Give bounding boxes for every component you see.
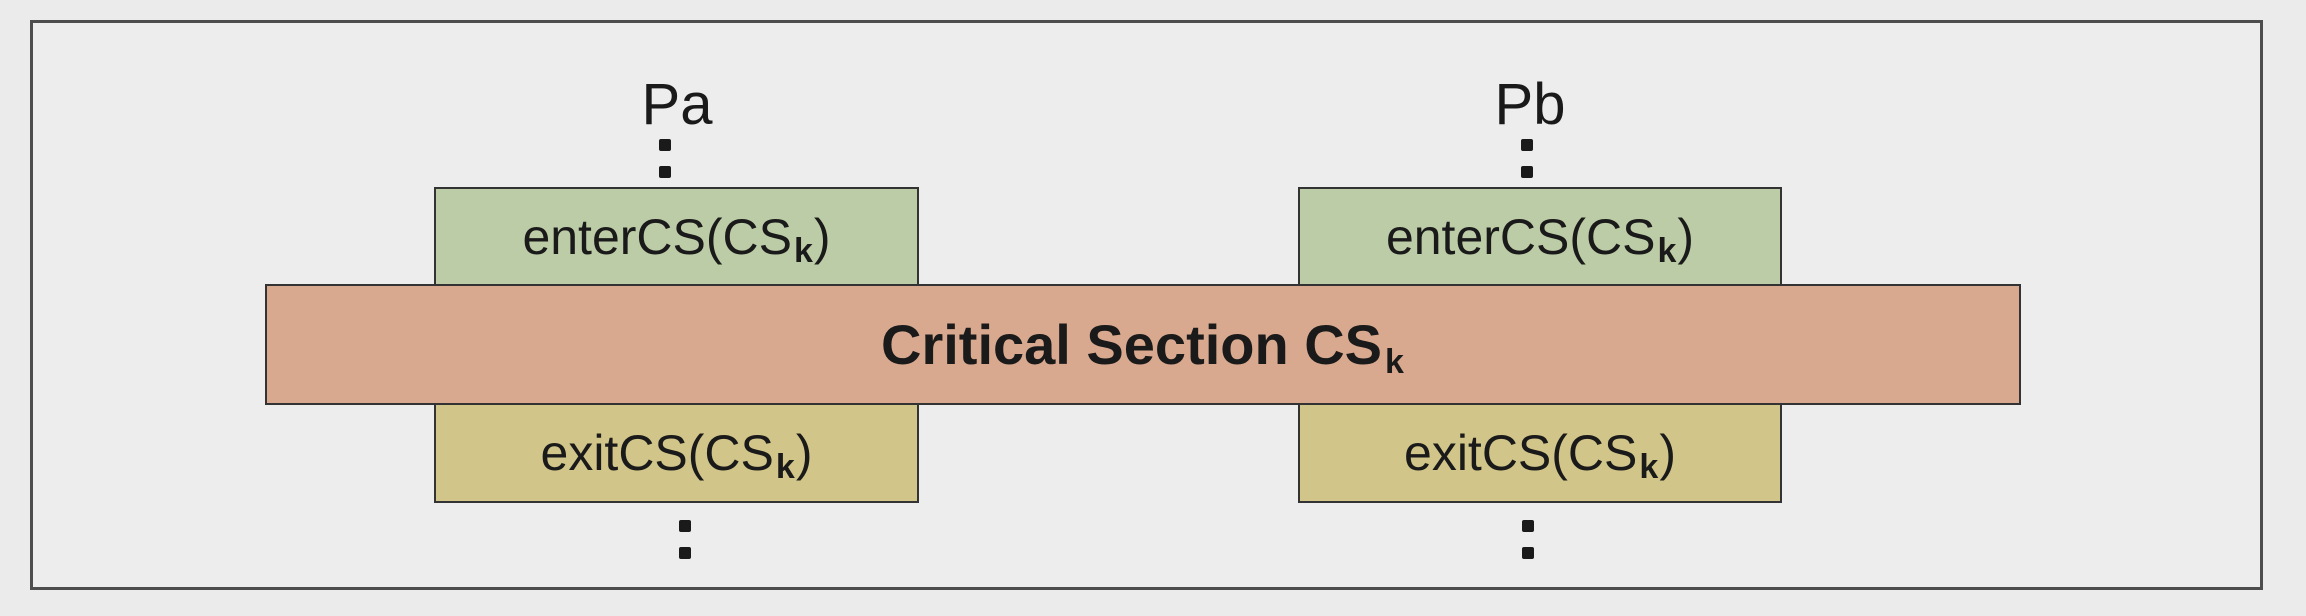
enter-cs-subscript-pb: k: [1657, 231, 1677, 270]
exit-cs-close-pb: ): [1659, 425, 1676, 481]
ellipsis-bottom-pa: [676, 516, 696, 566]
enter-cs-text-pa: enterCS(CS: [522, 209, 792, 265]
process-label-pb: Pb: [1494, 72, 1566, 137]
ellipsis-top-pb: [1518, 135, 1538, 185]
exit-cs-subscript-pa: k: [775, 447, 795, 486]
enter-cs-close-pb: ): [1677, 209, 1695, 265]
ellipsis-top-pa: [656, 135, 676, 185]
exit-cs-close-pa: ): [795, 425, 813, 481]
enter-cs-close-pa: ): [813, 209, 831, 265]
process-label-pa: Pa: [641, 72, 713, 137]
critical-section-subscript: k: [1385, 343, 1404, 381]
exit-cs-subscript-pb: k: [1639, 447, 1659, 486]
enter-cs-text-pb: enterCS(CS: [1385, 209, 1656, 265]
ellipsis-bottom-pb: [1519, 516, 1539, 566]
exit-cs-text-pb: exitCS(CS: [1404, 425, 1638, 481]
exit-cs-text-pa: exitCS(CS: [540, 425, 774, 481]
enter-cs-subscript-pa: k: [793, 231, 813, 270]
critical-section-label: Critical Section CS: [881, 313, 1383, 376]
